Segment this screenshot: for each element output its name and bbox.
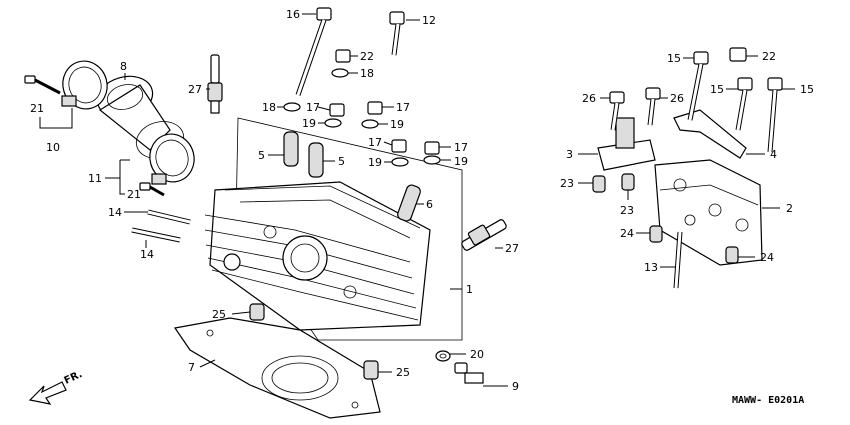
callout-9: 9: [512, 380, 519, 393]
cap-nut-17-d: [424, 141, 440, 155]
clamp-screw-upper: [24, 75, 61, 95]
stud-13: [673, 231, 683, 289]
washer-18-upper: [331, 68, 349, 78]
callout-17-d: 17: [454, 141, 468, 154]
leader-lines: [39, 13, 795, 387]
clamp-screw-lower: [139, 182, 165, 197]
rocker-arm-holder: [654, 159, 763, 266]
valve-guide-a: [283, 131, 299, 167]
callout-23-b: 23: [620, 204, 634, 217]
callout-23-a: 23: [560, 177, 574, 190]
callout-5-b: 5: [338, 155, 345, 168]
bolt-15-b: [735, 77, 753, 131]
sealing-washer: [435, 350, 451, 362]
dowel-24-a: [649, 225, 663, 243]
stud-bolt-upper: [147, 209, 191, 225]
front-arrow-icon: [28, 381, 67, 405]
callout-14-a: 14: [108, 206, 122, 219]
washer-19-b: [361, 119, 379, 129]
callout-8: 8: [120, 60, 127, 73]
callout-22-right: 22: [762, 50, 776, 63]
callout-20: 20: [470, 348, 484, 361]
callout-1: 1: [466, 283, 473, 296]
cap-nut-22: [335, 49, 351, 63]
callout-21-lower: 21: [127, 188, 141, 201]
callout-11: 11: [88, 172, 102, 185]
valve-guide-c: [397, 184, 421, 222]
callout-25-b: 25: [396, 366, 410, 379]
spark-plug-lower: [461, 219, 507, 251]
callout-3: 3: [566, 148, 573, 161]
dowel-23-a: [592, 175, 606, 193]
callout-13: 13: [644, 261, 658, 274]
callout-19-a: 19: [302, 117, 316, 130]
band-clamp-lower: [149, 133, 195, 185]
callout-10: 10: [46, 141, 60, 154]
callout-18-mid: 18: [262, 101, 276, 114]
callout-15-c: 15: [800, 83, 814, 96]
washer-19-c: [391, 157, 409, 167]
cap-nut-17-c: [391, 139, 407, 153]
callout-26-a: 26: [582, 92, 596, 105]
callout-24-b: 24: [760, 251, 774, 264]
cap-nut-17-b: [367, 101, 383, 115]
washer-18-lower: [283, 102, 301, 112]
callout-19-b: 19: [390, 118, 404, 131]
callout-15-b: 15: [710, 83, 724, 96]
front-arrow-label: FR.: [63, 369, 84, 387]
valve-guide-b: [308, 142, 324, 178]
dowel-pin-upper: [249, 303, 265, 321]
callout-6: 6: [426, 198, 433, 211]
callout-5-a: 5: [258, 149, 265, 162]
insulator-pipe: [96, 75, 185, 159]
callout-17-b: 17: [396, 101, 410, 114]
cap-nut-22-right: [729, 47, 747, 62]
callout-12: 12: [422, 14, 436, 27]
callout-18: 18: [360, 67, 374, 80]
dowel-24-b: [725, 246, 739, 264]
callout-16: 16: [286, 8, 300, 21]
bearing-holder: [597, 117, 656, 171]
bolt-26-b: [645, 87, 661, 126]
stud-bolt-lower: [131, 227, 181, 243]
callout-17-c: 17: [368, 136, 382, 149]
dowel-pin-lower: [363, 360, 379, 380]
flange-bolt: [389, 11, 405, 56]
callout-25-a: 25: [212, 308, 226, 321]
band-clamp-upper: [61, 60, 108, 110]
oil-bolt: [454, 362, 484, 384]
callout-17-a: 17: [306, 101, 320, 114]
washer-19-d: [423, 155, 441, 165]
cap-nut-17-a: [329, 103, 345, 117]
washer-19-a: [324, 118, 342, 128]
callout-21: 21: [30, 102, 44, 115]
cylinder-head: [204, 181, 431, 331]
spark-plug-upper: [207, 54, 223, 114]
callout-4: 4: [770, 148, 777, 161]
callout-2: 2: [786, 202, 793, 215]
head-gasket: [173, 317, 381, 419]
callout-26-b: 26: [670, 92, 684, 105]
callout-24-a: 24: [620, 227, 634, 240]
dowel-23-b: [621, 173, 635, 191]
callout-14-b: 14: [140, 248, 154, 261]
diagram-code: MAWW- E0201A: [732, 395, 804, 406]
callout-15-a: 15: [667, 52, 681, 65]
callout-19-d: 19: [454, 155, 468, 168]
cam-chain-guide-plate: [673, 109, 747, 159]
bolt-15-c: [767, 77, 783, 153]
callout-22: 22: [360, 50, 374, 63]
callout-19-c: 19: [368, 156, 382, 169]
callout-27: 27: [188, 83, 202, 96]
callout-27-lower: 27: [505, 242, 519, 255]
bolt-15-a: [687, 51, 709, 121]
callout-7: 7: [188, 361, 195, 374]
long-stud-bolt: [295, 7, 332, 96]
